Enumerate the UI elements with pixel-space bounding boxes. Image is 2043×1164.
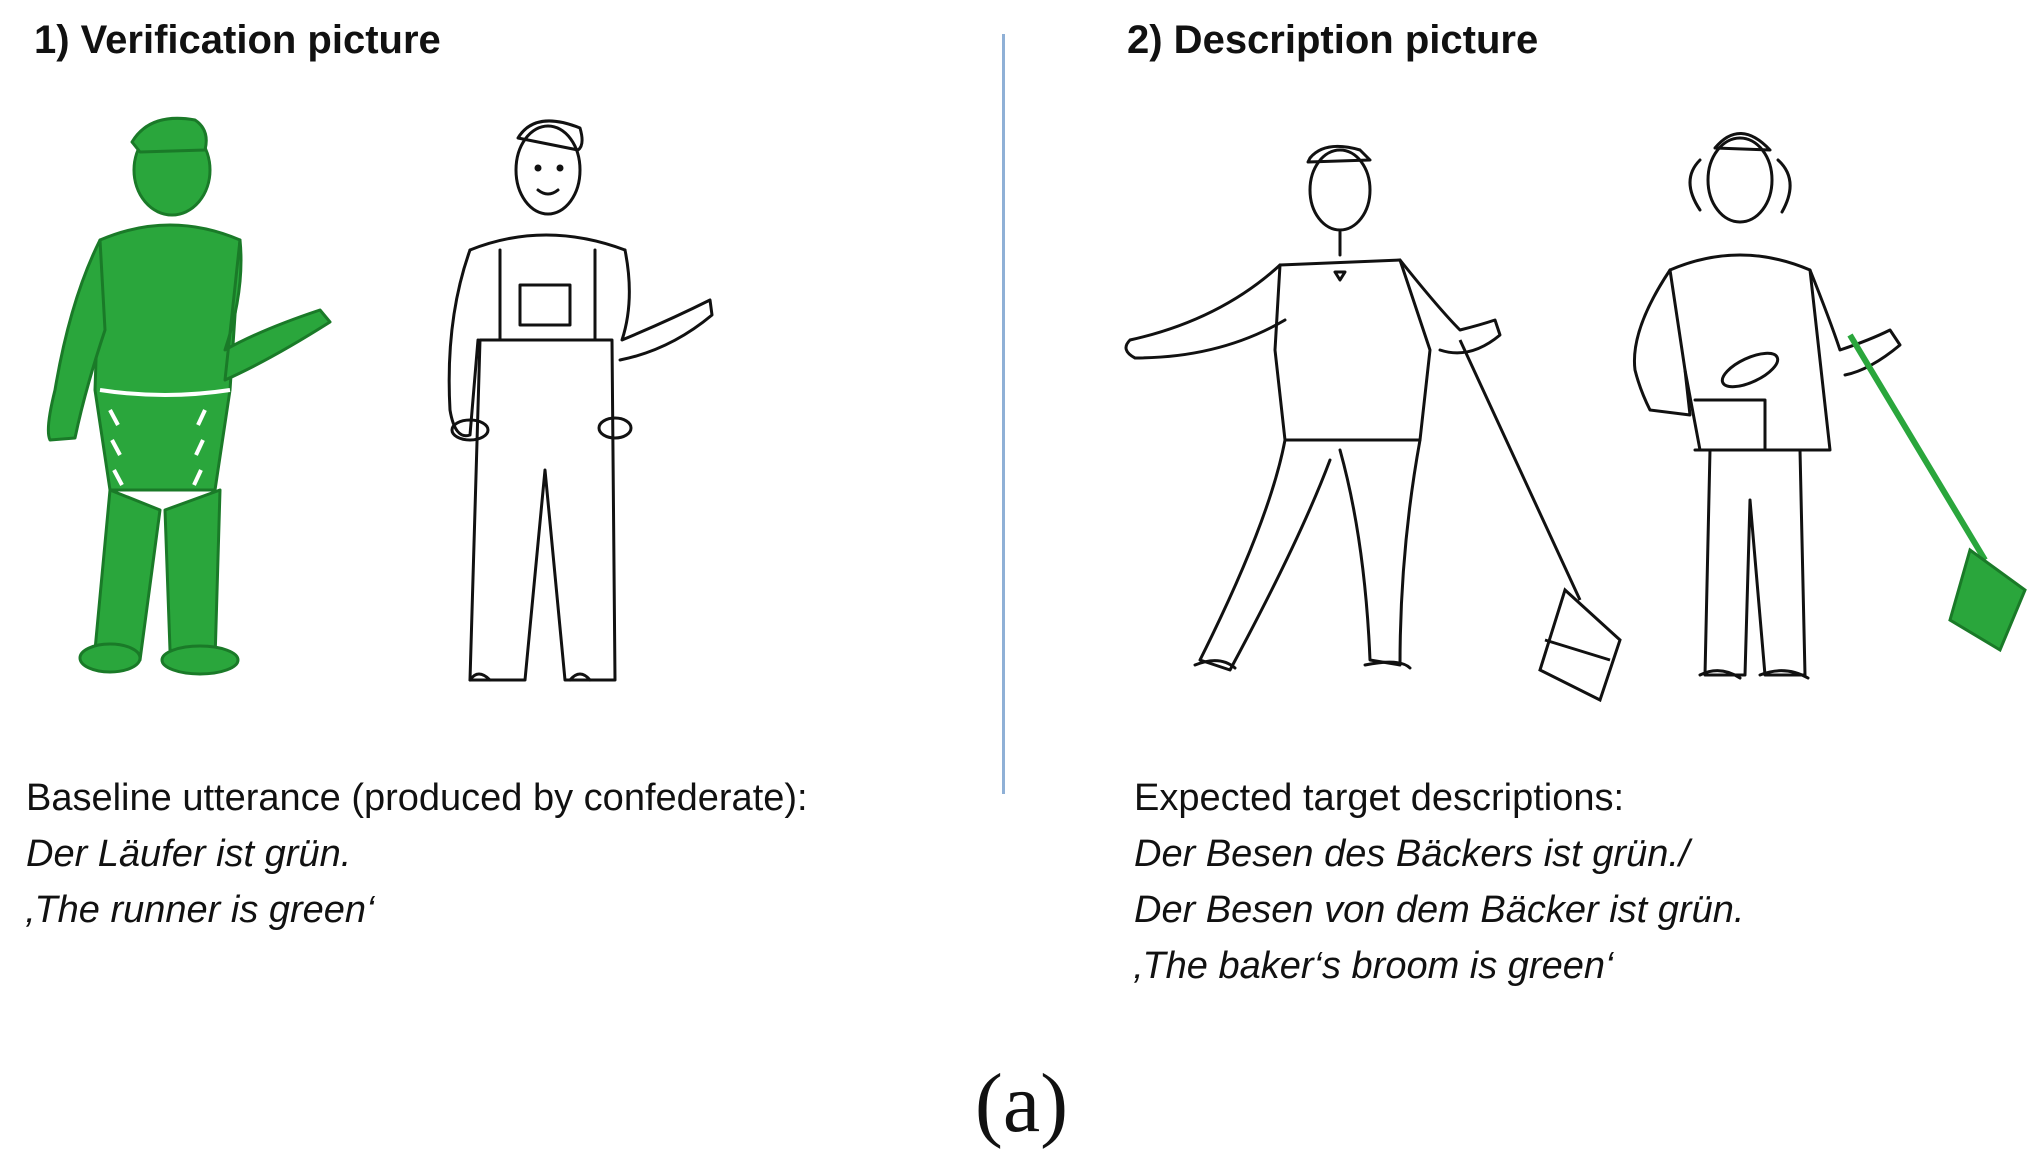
verification-caption: Baseline utterance (produced by confeder… bbox=[26, 770, 808, 938]
mechanic-figure bbox=[447, 119, 714, 682]
baseline-utterance-german: Der Läufer ist grün. bbox=[26, 833, 352, 875]
expected-descriptions-label: Expected target descriptions: bbox=[1134, 777, 1625, 819]
green-runner-figure bbox=[46, 116, 332, 676]
description-caption: Expected target descriptions: Der Besen … bbox=[1134, 770, 1744, 994]
description-picture-title: 2) Description picture bbox=[1127, 18, 1539, 62]
broom-outline bbox=[1458, 339, 1622, 703]
verification-drawing bbox=[46, 116, 714, 682]
panel-divider bbox=[1002, 34, 1005, 794]
target-description-english: ‚The baker‘s broom is green‘ bbox=[1134, 945, 1614, 987]
baseline-utterance-english: ‚The runner is green‘ bbox=[26, 889, 375, 931]
baseline-utterance-label: Baseline utterance (produced by confeder… bbox=[26, 777, 808, 819]
description-drawing bbox=[1124, 132, 2027, 703]
green-broom bbox=[1847, 333, 2027, 653]
verification-picture-title: 1) Verification picture bbox=[34, 18, 441, 62]
figure-label: (a) bbox=[974, 1057, 1069, 1150]
man-with-broom-figure bbox=[1124, 144, 1502, 672]
baker-figure bbox=[1632, 132, 1902, 680]
target-description-1: Der Besen des Bäckers ist grün./ bbox=[1134, 833, 1690, 875]
runner-stripes bbox=[99, 388, 231, 486]
target-description-2: Der Besen von dem Bäcker ist grün. bbox=[1134, 889, 1745, 931]
